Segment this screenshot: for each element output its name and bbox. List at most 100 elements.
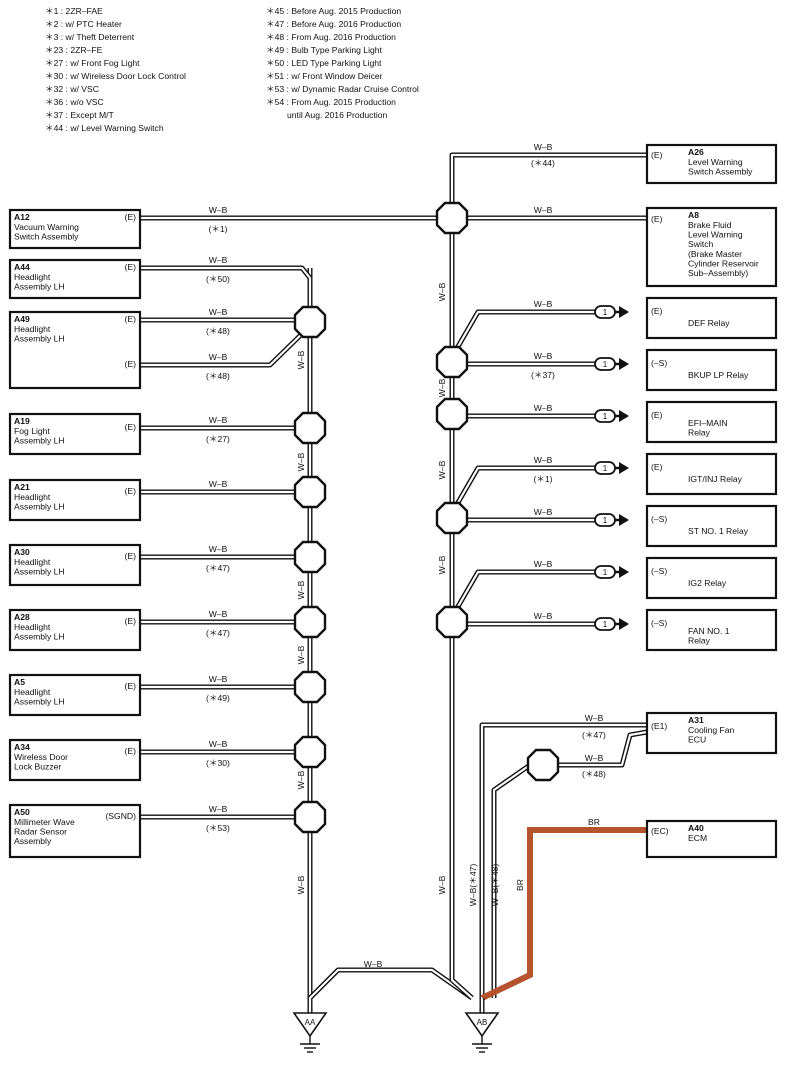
terminal-label: (–S) [651,358,667,368]
terminal-label: (E) [125,746,137,756]
terminal-label: (E) [125,486,137,496]
trunk-wire-label: W–B [296,875,306,894]
trunk-wire-label: W–B [296,580,306,599]
component-name: BKUP LP Relay [688,370,749,380]
component-name: Assembly LH [14,567,65,577]
relay-box: IGT/INJ Relay [645,452,778,496]
wire-note: (＊37) [531,370,555,380]
wire-note: (＊53) [206,823,230,833]
legend-item: ＊2 : w/ PTC Heater [45,19,122,29]
terminal-label: (–S) [651,514,667,524]
component-name: Assembly LH [14,334,65,344]
terminal-label: (E) [651,150,663,160]
component-name: Millimeter Wave [14,817,75,827]
ground-point-ab: AB [464,1012,500,1053]
wire-color-label: W–B [534,559,553,569]
wire-a31-47 [479,722,647,998]
pin-number: 1 [603,620,608,629]
component-name: Level Warning [688,230,743,240]
wire-color-label: W–B [209,352,228,362]
junction-connector [526,748,560,782]
component-name: Assembly [14,836,52,846]
terminal-label: (E) [125,551,137,561]
trunk-wire-label: W–B [437,875,447,894]
relay-pin-connector: 1 [594,513,629,527]
wire-color-label: W–B [209,205,228,215]
relay-wire [453,309,596,352]
component-name: Headlight [14,492,51,502]
legend-item: ＊3 : w/ Theft Deterrent [45,32,135,42]
component-code: A30 [14,547,30,557]
trunk-wire-label: W–B [296,350,306,369]
legend-item: ＊30 : w/ Wireless Door Lock Control [45,71,186,81]
component-name: DEF Relay [688,318,730,328]
wire-color-label: W–B [209,544,228,554]
component-name: IGT/INJ Relay [688,474,743,484]
wire-a44 [140,265,312,280]
component-code: A34 [14,742,30,752]
wire-note: (＊1) [208,224,227,234]
component-code: A44 [14,262,30,272]
wire-color-label: W–B [209,255,228,265]
component-name: Wireless Door [14,752,68,762]
pin-number: 1 [603,464,608,473]
junction-connector [435,605,469,639]
wire-color-label: W–B [585,753,604,763]
component-name: Assembly LH [14,436,65,446]
relay-pin-connector: 1 [594,617,629,631]
wire-note: (＊47) [206,628,230,638]
legend-item: ＊37 : Except M/T [45,110,114,120]
terminal-label: (E) [125,262,137,272]
component-code: A49 [14,314,30,324]
wire-a31-48a [491,762,532,998]
component-name: Radar Sensor [14,827,67,837]
pin-number: 1 [603,516,608,525]
relay-pin-connector: 1 [594,357,629,371]
wire-note: (＊47) [206,563,230,573]
component-name: Cylinder Reservoir [688,258,759,268]
wire-note: (＊30) [206,758,230,768]
component-name: ST NO. 1 Relay [688,526,749,536]
terminal-label: (E) [125,359,137,369]
relay-box: IG2 Relay [645,556,778,600]
component-code: A21 [14,482,30,492]
trunk-wire-label: W–B [296,452,306,471]
junction-connector [435,501,469,535]
legend-item: ＊1 : 2ZR–FAE [45,6,103,16]
terminal-label: (E) [651,410,663,420]
wire-color-label: BR [588,817,600,827]
terminal-label: (E) [125,314,137,324]
component-name: Brake Fluid [688,220,732,230]
ground-label: AA [305,1018,316,1027]
component-name: ECU [688,735,706,745]
component-name: Headlight [14,272,51,282]
legend-item: ＊54 : From Aug. 2015 Production [266,97,396,107]
legend-item: until Aug. 2016 Production [287,110,388,120]
wire-color-label: W–B [534,455,553,465]
wire-color-label: W–B [534,205,553,215]
terminal-label: (SGND) [105,811,136,821]
vertical-wire-label: W–B(＊47) [468,864,478,907]
component-name: Relay [688,428,711,438]
wire-a49-2 [140,324,312,368]
wire-color-label: W–B [534,507,553,517]
component-name: Assembly LH [14,282,65,292]
junction-connector [293,670,327,704]
relay-pin-connector: 1 [594,565,629,579]
component-name: Switch [688,239,714,249]
right-trunk-wire [449,160,474,1000]
relay-pin-connector: 1 [594,409,629,423]
ground-point-aa: AA [292,1012,328,1053]
junction-connector [293,411,327,445]
component-name: Headlight [14,687,51,697]
wire-color-label: W–B [209,804,228,814]
component-code: A19 [14,416,30,426]
wire-note: (＊49) [206,693,230,703]
wire-color-label: W–B [209,609,228,619]
